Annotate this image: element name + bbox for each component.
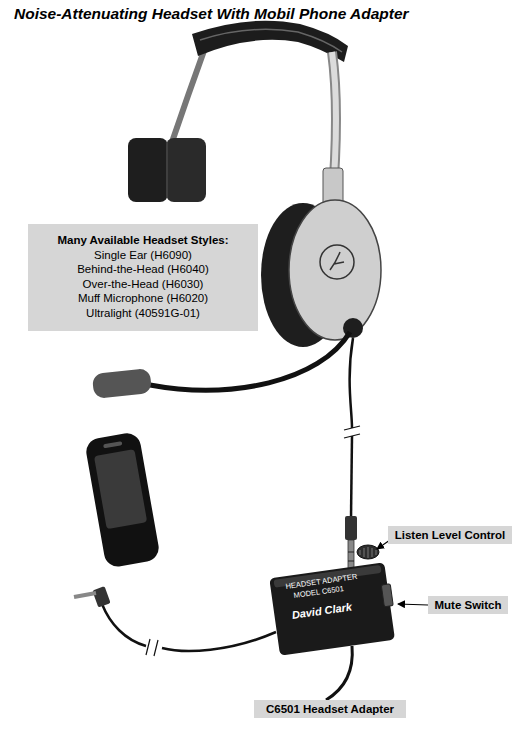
diagram-title: Noise-Attenuating Headset With Mobil Pho… xyxy=(14,5,409,23)
adapter-box xyxy=(269,562,395,655)
cord xyxy=(350,338,353,428)
box-text: Behind-the-Head (H6040) xyxy=(28,262,258,277)
callout-box: Mute Switch xyxy=(428,596,508,614)
mobile-phone xyxy=(84,431,161,569)
break-mark xyxy=(146,639,158,656)
plug-ring xyxy=(348,561,354,562)
box-heading: C6501 Headset Adapter xyxy=(254,701,406,717)
mic-foam xyxy=(92,368,152,399)
ear-pad xyxy=(128,138,168,202)
phone-earpiece xyxy=(103,441,122,448)
logo xyxy=(330,252,344,270)
ear-pad xyxy=(166,138,206,202)
logo xyxy=(320,245,354,279)
plug-ring xyxy=(348,552,354,553)
box-text: Over-the-Head (H6030) xyxy=(28,277,258,292)
leader-arrow xyxy=(398,604,428,605)
earcup xyxy=(289,200,381,340)
styles-box: Many Available Headset Styles:Single Ear… xyxy=(28,224,258,331)
callout-box: C6501 Headset Adapter xyxy=(254,700,406,718)
plug-body xyxy=(345,516,357,540)
box-text: Ultralight (40591G-01) xyxy=(28,306,258,321)
box-text: Muff Microphone (H6020) xyxy=(28,291,258,306)
knob-ribs xyxy=(360,547,376,558)
plug-tip xyxy=(348,540,354,570)
box-heading: Listen Level Control xyxy=(388,527,512,543)
headband-wire xyxy=(172,48,205,142)
mic-boom xyxy=(150,332,350,390)
phone-screen xyxy=(94,449,147,529)
phone-plug-tip xyxy=(74,593,96,597)
box-heading: Many Available Headset Styles: xyxy=(28,233,258,248)
phone-plug xyxy=(92,586,110,607)
level-knob xyxy=(357,545,379,559)
box-heading: Mute Switch xyxy=(428,597,508,613)
headband-pad xyxy=(192,21,348,62)
cord xyxy=(351,436,352,518)
mute-switch xyxy=(381,584,393,607)
pad-seam xyxy=(167,142,168,198)
callout-box: Listen Level Control xyxy=(388,526,512,544)
cable xyxy=(162,632,276,651)
cable xyxy=(102,604,146,646)
box-text: Single Ear (H6090) xyxy=(28,248,258,263)
headband-stitch xyxy=(200,29,342,52)
cable xyxy=(326,646,352,700)
